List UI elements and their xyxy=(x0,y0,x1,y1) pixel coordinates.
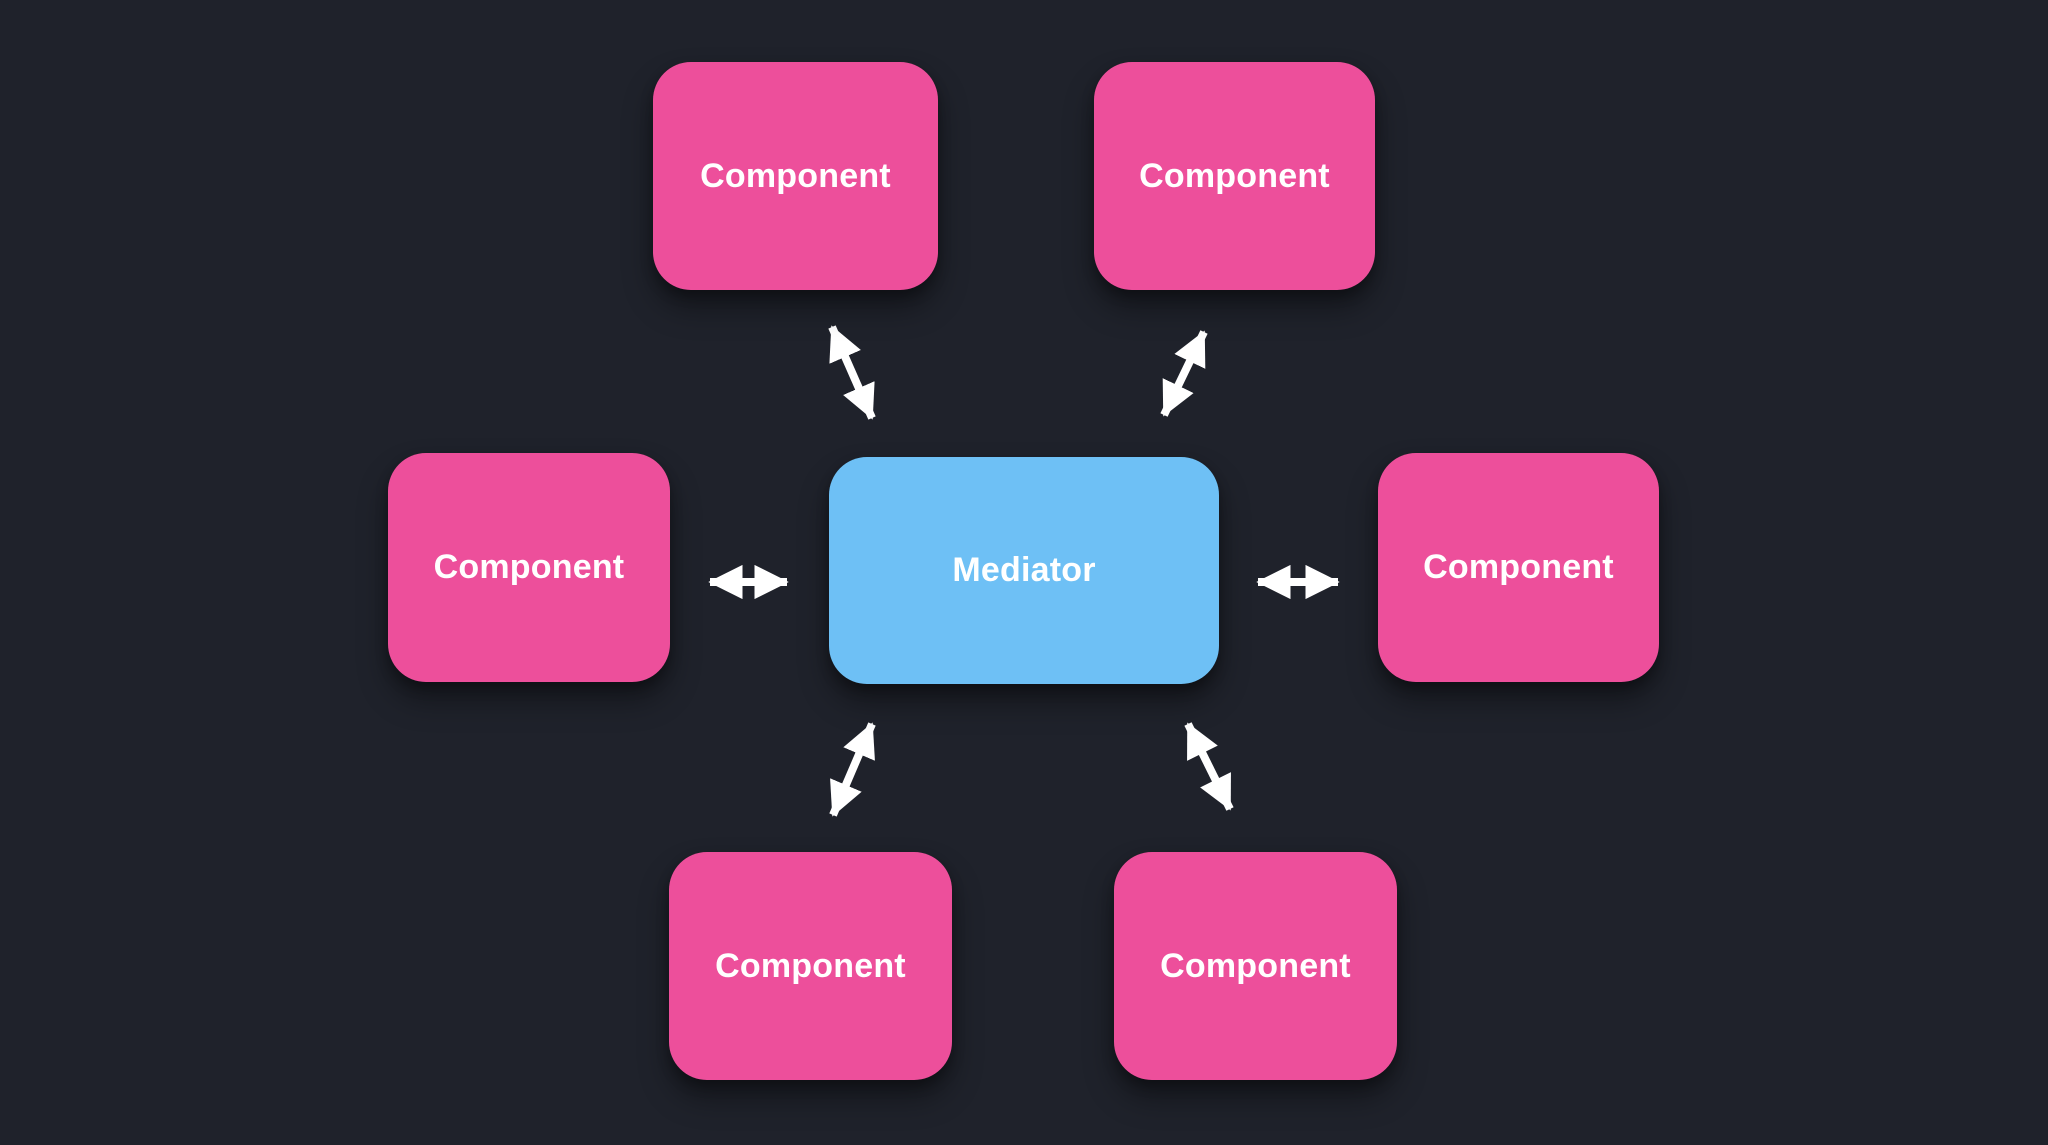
node-mediator: Mediator xyxy=(829,457,1219,684)
double-arrow-bottom-left xyxy=(829,722,876,817)
node-label: Component xyxy=(1160,946,1351,985)
node-label: Component xyxy=(1423,548,1614,586)
node-label: Component xyxy=(700,156,891,195)
node-component-right: Component xyxy=(1378,453,1659,682)
double-arrow-top-right xyxy=(1160,330,1208,417)
node-label: Component xyxy=(433,548,625,586)
node-component-bottom-right: Component xyxy=(1114,852,1397,1080)
double-arrow-top-left xyxy=(828,325,876,420)
node-label: Component xyxy=(715,946,906,985)
node-component-bottom-left: Component xyxy=(669,852,952,1080)
node-component-top-right: Component xyxy=(1094,62,1375,290)
node-component-left: Component xyxy=(388,453,670,682)
node-label: Mediator xyxy=(952,551,1096,589)
node-component-top-left: Component xyxy=(653,62,938,290)
double-arrow-bottom-right xyxy=(1184,722,1234,811)
node-label: Component xyxy=(1139,156,1330,195)
